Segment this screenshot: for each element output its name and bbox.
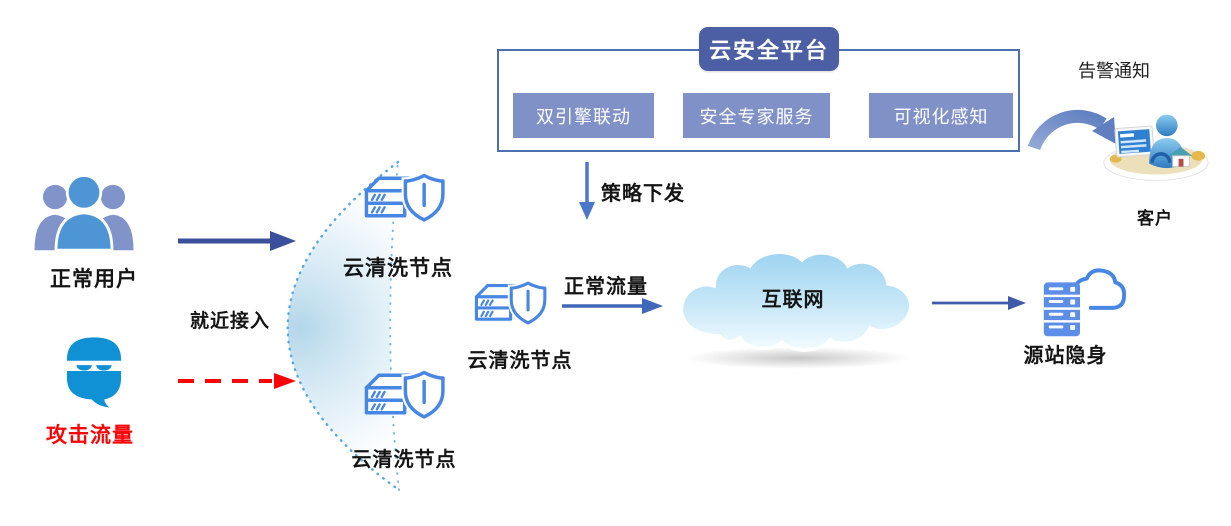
hacker-mask-icon xyxy=(66,337,122,408)
server-shield-icon xyxy=(364,172,445,225)
policy-dispatch-arrow xyxy=(579,162,595,220)
nearby-access-label: 就近接入 xyxy=(190,311,271,332)
attack-traffic-label: 攻击流量 xyxy=(46,424,134,447)
users-group-icon xyxy=(34,174,134,252)
internet-label: 互联网 xyxy=(761,289,825,311)
server-cloud-icon xyxy=(1043,268,1126,337)
module-expert-service: 安全专家服务 xyxy=(683,93,830,138)
cleaning-node-label-1: 云清洗节点 xyxy=(343,257,453,280)
attack-traffic-arrow xyxy=(178,373,296,389)
module-dual-engine: 双引擎联动 xyxy=(513,93,654,138)
origin-stealth-label: 源站隐身 xyxy=(1023,345,1108,367)
server-shield-icon xyxy=(364,369,445,422)
cleaning-node-label-2: 云清洗节点 xyxy=(467,350,573,372)
normal-traffic-arrow xyxy=(562,298,663,314)
to-origin-arrow xyxy=(932,296,1026,310)
cleaning-node-label-3: 云清洗节点 xyxy=(351,449,457,471)
alert-notice-label: 告警通知 xyxy=(1078,61,1150,81)
security-platform-title: 云安全平台 xyxy=(699,27,839,71)
customer-desk-icon xyxy=(1103,114,1209,181)
customer-label: 客户 xyxy=(1137,209,1173,228)
normal-users-label: 正常用户 xyxy=(50,268,138,291)
alert-curved-arrow xyxy=(1028,109,1116,151)
normal-users-arrow xyxy=(178,231,296,251)
cloud-icon xyxy=(679,250,913,369)
normal-traffic-label: 正常流量 xyxy=(564,276,648,298)
module-visual-awareness: 可视化感知 xyxy=(869,93,1013,138)
policy-dispatch-label: 策略下发 xyxy=(601,183,685,205)
server-shield-icon xyxy=(474,280,547,327)
